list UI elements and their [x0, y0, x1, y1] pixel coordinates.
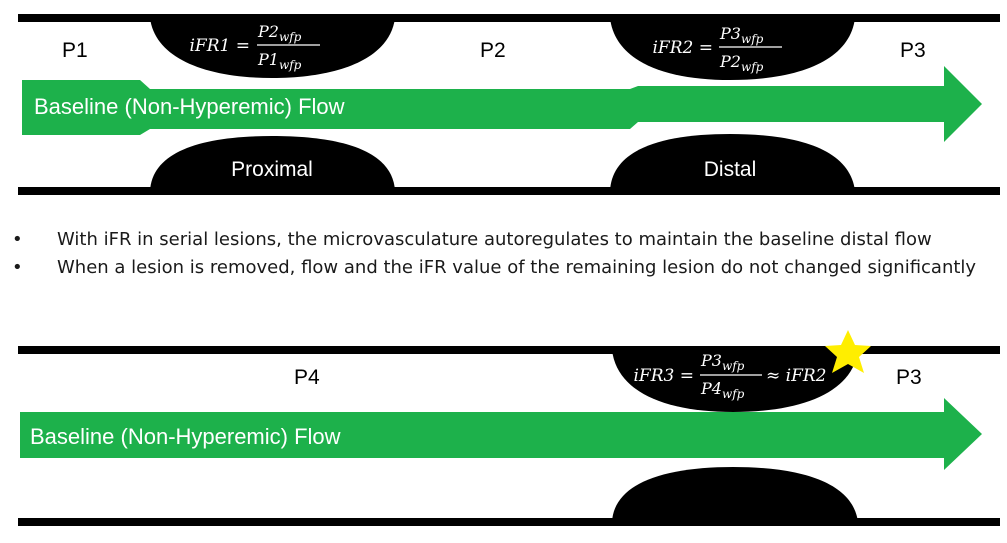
- proximal-lesion-label: Proximal: [231, 158, 313, 181]
- bottom-flow-label: Baseline (Non-Hyperemic) Flow: [30, 424, 341, 449]
- formula-ifr2-lhs: iFR2 =: [653, 38, 714, 58]
- bullet-item: • When a lesion is removed, flow and the…: [10, 256, 1000, 279]
- bullet-dot: •: [12, 257, 23, 278]
- formula-ifr1-numerator: P2wfp: [257, 22, 302, 44]
- formula-ifr3-numerator: P3wfp: [700, 351, 745, 373]
- proximal-lesion-bottom: [150, 136, 395, 191]
- bottom-vessel: P4 P3 Baseline (Non-Hyperemic) Flow iFR3…: [18, 330, 1000, 526]
- formula-ifr1-lhs: iFR1 =: [190, 36, 251, 56]
- formula-ifr2-numerator: P3wfp: [719, 24, 764, 46]
- proximal-lesion-top: [150, 18, 395, 78]
- remaining-lesion-top: [612, 350, 858, 412]
- distal-lesion-label: Distal: [704, 158, 757, 181]
- bottom-vessel-upper-wall: [18, 346, 1000, 354]
- top-vessel-upper-wall: [18, 14, 1000, 22]
- top-p1-label: P1: [62, 39, 88, 62]
- distal-lesion-top: [610, 18, 855, 80]
- bullet-dot: •: [12, 229, 23, 250]
- star-icon: [825, 330, 871, 373]
- top-p3-label: P3: [900, 39, 926, 62]
- bottom-p4-label: P4: [294, 366, 320, 389]
- bullet-text: When a lesion is removed, flow and the i…: [57, 257, 977, 278]
- bullet-list: • With iFR in serial lesions, the microv…: [10, 228, 1000, 284]
- remaining-lesion-bottom: [612, 467, 858, 522]
- bottom-flow-arrow: [20, 398, 982, 470]
- formula-ifr2-denominator: P2wfp: [719, 52, 764, 74]
- top-flow-arrow: [22, 66, 982, 142]
- formula-ifr1: iFR1 = P2wfp P1wfp: [190, 22, 320, 72]
- formula-ifr2: iFR2 = P3wfp P2wfp: [653, 24, 782, 74]
- formula-ifr1-denominator: P1wfp: [257, 50, 302, 72]
- bottom-vessel-lower-wall: [18, 518, 1000, 526]
- formula-ifr3-lhs: iFR3 =: [634, 366, 695, 386]
- top-vessel: P1 P2 P3 Baseline (Non-Hyperemic) Flow P…: [18, 14, 1000, 195]
- formula-ifr3-approx: ≈ iFR2: [766, 366, 827, 386]
- top-vessel-lower-wall: [18, 187, 1000, 195]
- formula-ifr3: iFR3 = P3wfp P4wfp ≈ iFR2: [634, 351, 827, 401]
- bullet-text: With iFR in serial lesions, the microvas…: [57, 229, 932, 250]
- formula-ifr3-denominator: P4wfp: [700, 379, 745, 401]
- top-flow-label: Baseline (Non-Hyperemic) Flow: [34, 94, 345, 119]
- bullet-item: • With iFR in serial lesions, the microv…: [10, 228, 1000, 251]
- top-p2-label: P2: [480, 39, 506, 62]
- bottom-p3-label: P3: [896, 366, 922, 389]
- distal-lesion-bottom: [610, 134, 855, 191]
